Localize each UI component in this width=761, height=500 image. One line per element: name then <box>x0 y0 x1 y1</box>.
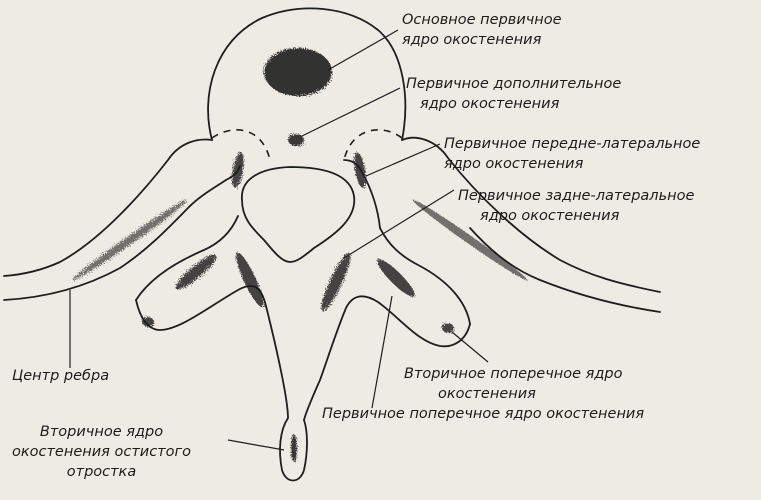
label-line: Первичное задне-латеральное <box>458 186 694 206</box>
left-anterolateral-nucleus <box>230 151 246 188</box>
label-line: ядро окостенения <box>402 30 562 50</box>
label-accessory-primary: Первичное дополнительное ядро окостенени… <box>406 74 621 114</box>
label-line: Центр ребра <box>12 366 109 386</box>
label-line: ядро окостенения <box>420 94 621 114</box>
leader-spinous-secondary <box>228 440 284 450</box>
accessory-primary-nucleus <box>288 134 304 146</box>
label-line: Вторичное поперечное ядро <box>404 364 623 384</box>
label-secondary-transverse: Вторичное поперечное ядро окостенения <box>404 364 623 404</box>
left-secondary-transverse-nucleus <box>142 317 154 327</box>
vertebral-foramen <box>242 167 354 262</box>
right-neurocentral-junction <box>344 130 402 160</box>
leader-secondary-transverse <box>452 332 488 362</box>
label-rib-center: Центр ребра <box>12 366 109 386</box>
leader-posterolateral <box>344 190 454 258</box>
label-line: Вторичное ядро <box>12 422 191 442</box>
label-line: Первичное поперечное ядро окостенения <box>322 404 644 424</box>
right-rib-inner <box>470 228 660 312</box>
label-primary-transverse: Первичное поперечное ядро окостенения <box>322 404 644 424</box>
label-line: ядро окостенения <box>444 154 700 174</box>
label-line: окостенения остистого <box>12 442 191 462</box>
label-spinous-secondary: Вторичное ядро окостенения остистого отр… <box>12 422 191 482</box>
left-primary-transverse-nucleus <box>172 251 220 294</box>
label-main-primary: Основное первичное ядро окостенения <box>402 10 562 50</box>
label-anterolateral: Первичное передне-латеральное ядро окост… <box>444 134 700 174</box>
label-line: Основное первичное <box>402 10 562 30</box>
leader-main-primary <box>328 30 398 70</box>
label-line: Первичное дополнительное <box>406 74 621 94</box>
leader-primary-transverse <box>372 296 392 408</box>
label-line: Первичное передне-латеральное <box>444 134 700 154</box>
main-primary-nucleus <box>264 48 332 96</box>
right-anterolateral-nucleus <box>352 151 368 188</box>
left-lamina <box>136 286 288 418</box>
leader-accessory-primary <box>302 88 400 136</box>
label-posterolateral: Первичное задне-латеральное ядро окостен… <box>458 186 694 226</box>
left-posterolateral-nucleus <box>232 250 268 309</box>
left-transverse-lower <box>190 166 240 206</box>
label-line: окостенения <box>438 384 623 404</box>
right-secondary-transverse-nucleus <box>442 323 454 333</box>
leader-anterolateral <box>366 144 440 176</box>
left-rib-center <box>70 197 189 284</box>
spinous-secondary-nucleus <box>291 434 297 462</box>
label-line: ядро окостенения <box>480 206 694 226</box>
label-line: отростка <box>12 462 191 482</box>
